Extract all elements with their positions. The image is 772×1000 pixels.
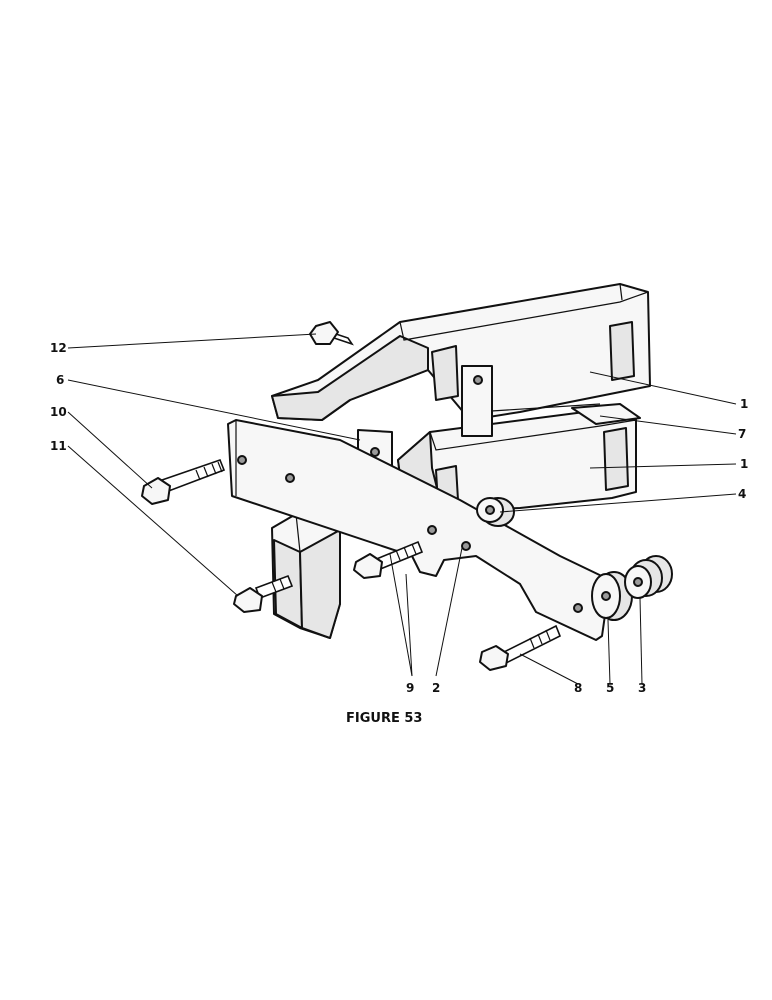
roller-4 [476, 497, 515, 527]
callout-4: 4 [738, 487, 746, 501]
bolt-8 [479, 624, 562, 671]
callout-10: 10 [50, 405, 67, 419]
washer-5 [591, 571, 633, 621]
leader-lines [67, 333, 737, 685]
callout-7: 7 [738, 427, 746, 441]
callout-1-upper: 1 [740, 397, 748, 411]
callout-9: 9 [406, 681, 414, 695]
bolt-11 [233, 574, 294, 613]
weight-block-lower-left [271, 513, 341, 639]
mounting-bracket-2 [227, 419, 611, 641]
callout-labels: 12 6 10 11 1 7 1 4 9 2 8 5 3 [50, 341, 748, 695]
square-insert-upper [461, 365, 493, 437]
spacer-3 [624, 555, 673, 599]
callout-5: 5 [606, 681, 614, 695]
callout-1-lower: 1 [740, 457, 748, 471]
callout-2: 2 [432, 681, 440, 695]
callout-8: 8 [574, 681, 582, 695]
bolt-10 [141, 458, 226, 505]
callout-12: 12 [50, 341, 67, 355]
figure-caption: FIGURE 53 [346, 711, 422, 726]
bolt-9 [353, 540, 424, 579]
bolt-12 [309, 321, 354, 346]
callout-3: 3 [638, 681, 646, 695]
callout-11: 11 [50, 439, 67, 453]
weight-block-upper [271, 283, 651, 421]
callout-6: 6 [56, 373, 64, 387]
